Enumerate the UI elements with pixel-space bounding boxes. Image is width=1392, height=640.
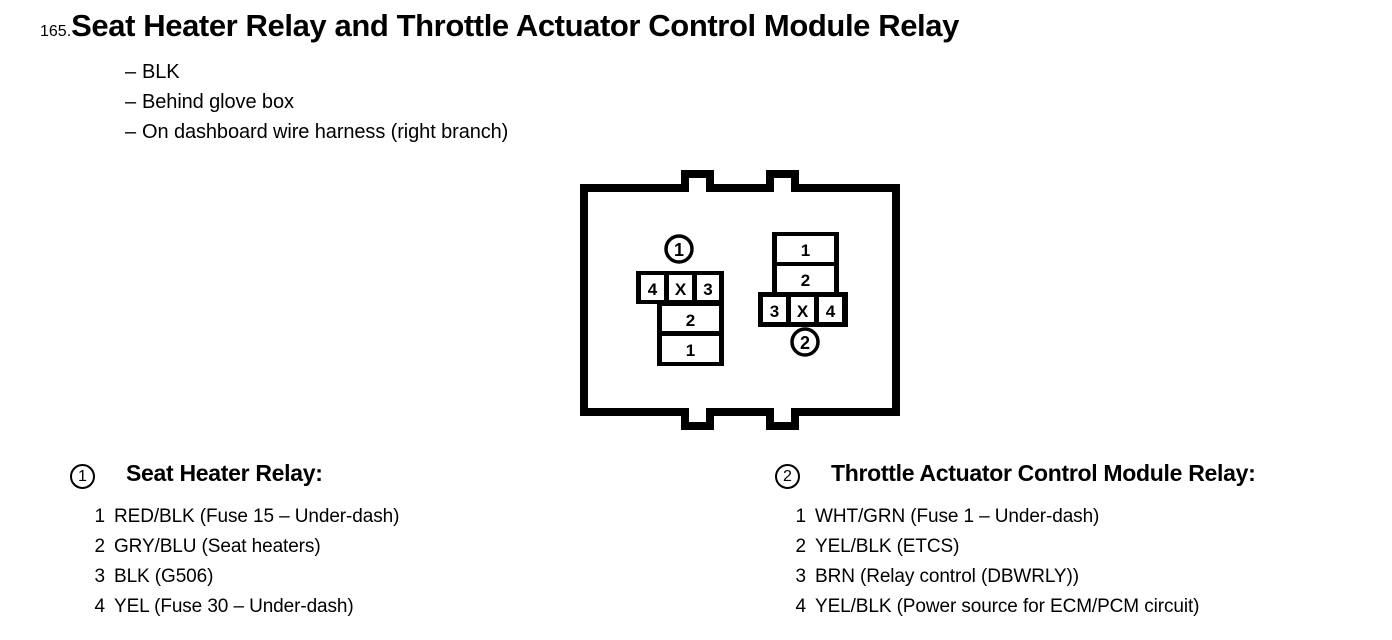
pin-number: 4 (795, 596, 807, 617)
legend-1-pin-list: 1 RED/BLK (Fuse 15 – Under-dash) 2 GRY/B… (83, 502, 400, 622)
connector-1-cell-x-label: X (675, 280, 687, 299)
legend-1-heading: 1 Seat Heater Relay: (70, 460, 399, 494)
pin-row: 1 WHT/GRN (Fuse 1 – Under-dash) (784, 502, 1199, 532)
header-note-text: On dashboard wire harness (right branch) (142, 121, 509, 143)
legend-1-marker: 1 (70, 464, 95, 489)
connector-1: 1 4 X 3 2 1 (636, 234, 724, 366)
pin-description: YEL/BLK (ETCS) (815, 536, 960, 557)
connector-1-cell-3-label: 3 (703, 280, 712, 299)
bullet-dash: – (125, 91, 137, 113)
pin-row: 4 YEL (Fuse 30 – Under-dash) (83, 592, 399, 622)
legend-2-heading: 2 Throttle Actuator Control Module Relay… (775, 460, 1256, 494)
pin-description: BLK (G506) (114, 566, 214, 587)
pin-description: WHT/GRN (Fuse 1 – Under-dash) (815, 506, 1100, 527)
relay-location-diagram: 1 4 X 3 2 1 1 2 (560, 160, 920, 440)
connector-2-cell-3 (763, 297, 786, 322)
connector-2-marker-number: 2 (800, 333, 810, 353)
header-note-text: Behind glove box (142, 91, 294, 113)
pin-number: 2 (795, 536, 807, 557)
connector-1-cell-x (669, 275, 692, 300)
header-note-3: –On dashboard wire harness (right branch… (125, 117, 508, 147)
connector-1-cell-2-label: 2 (686, 311, 695, 330)
header-note-1: –BLK (125, 57, 508, 87)
connector-2-cell-4-label: 4 (826, 302, 836, 321)
connector-1-marker-number: 1 (674, 240, 684, 260)
header-note-2: –Behind glove box (125, 87, 508, 117)
pin-description: GRY/BLU (Seat heaters) (114, 536, 321, 557)
connector-2-cell-x-label: X (797, 302, 809, 321)
connector-1-cell-2 (662, 306, 719, 331)
pin-number: 1 (94, 506, 106, 527)
connector-2-cell-3-label: 3 (770, 302, 779, 321)
connector-1-cell-3 (697, 275, 719, 300)
pin-row: 2 YEL/BLK (ETCS) (784, 532, 1199, 562)
pin-description: YEL/BLK (Power source for ECM/PCM circui… (815, 596, 1200, 617)
connector-2-cell-2 (777, 266, 834, 292)
connector-1-marker: 1 (664, 234, 694, 264)
connector-1-cell-1 (662, 336, 719, 362)
legend-2-marker: 2 (775, 464, 800, 489)
legend-2-title: Throttle Actuator Control Module Relay: (831, 460, 1256, 486)
connector-2-cell-4 (819, 297, 842, 322)
pin-row: 1 RED/BLK (Fuse 15 – Under-dash) (83, 502, 400, 532)
pin-number: 3 (795, 566, 807, 587)
header-notes: –BLK –Behind glove box –On dashboard wir… (125, 57, 508, 147)
connector-1-cell-4-label: 4 (648, 280, 658, 299)
legend-seat-heater-relay: 1 Seat Heater Relay: 1 RED/BLK (Fuse 15 … (70, 460, 399, 617)
legend-throttle-actuator-control-module-relay: 2 Throttle Actuator Control Module Relay… (775, 460, 1256, 617)
connector-1-cell-1-label: 1 (686, 341, 695, 360)
connector-2-marker: 2 (790, 327, 820, 357)
pin-row: 4 YEL/BLK (Power source for ECM/PCM circ… (784, 592, 1200, 622)
page-title: Seat Heater Relay and Throttle Actuator … (71, 8, 959, 43)
pin-number: 1 (795, 506, 807, 527)
connector-2-cell-2-label: 2 (801, 271, 810, 290)
connector-2-cell-x (791, 297, 814, 322)
connector-2-cell-1 (777, 236, 834, 262)
pin-description: BRN (Relay control (DBWRLY)) (815, 566, 1079, 587)
bullet-dash: – (125, 61, 137, 83)
relay-housing-outline (580, 170, 900, 430)
pin-row: 2 GRY/BLU (Seat heaters) (83, 532, 399, 562)
pin-description: RED/BLK (Fuse 15 – Under-dash) (114, 506, 400, 527)
connector-1-cell-4 (641, 275, 664, 300)
pin-description: YEL (Fuse 30 – Under-dash) (114, 596, 354, 617)
bullet-dash: – (125, 121, 137, 143)
pin-row: 3 BRN (Relay control (DBWRLY)) (784, 562, 1199, 592)
legend-2-pin-list: 1 WHT/GRN (Fuse 1 – Under-dash) 2 YEL/BL… (784, 502, 1200, 622)
pin-row: 3 BLK (G506) (83, 562, 399, 592)
pin-number: 4 (94, 596, 106, 617)
legend-1-title: Seat Heater Relay: (126, 460, 323, 486)
connector-2-cell-1-label: 1 (801, 241, 810, 260)
pin-number: 2 (94, 536, 106, 557)
section-number: 165. (40, 23, 72, 40)
connector-2: 1 2 3 X 4 2 (758, 232, 848, 357)
header-note-text: BLK (142, 61, 180, 83)
pin-number: 3 (94, 566, 106, 587)
page-header: 165. Seat Heater Relay and Throttle Actu… (40, 8, 959, 44)
